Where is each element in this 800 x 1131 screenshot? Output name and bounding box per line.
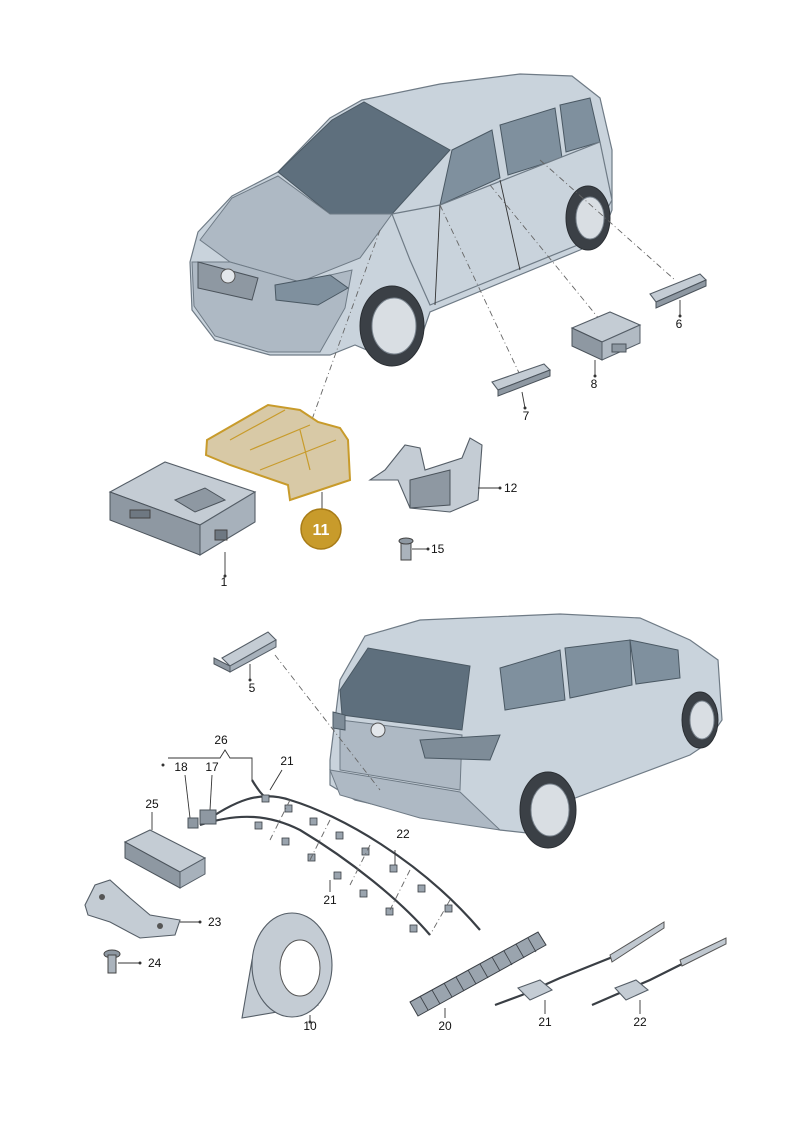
part-20-corrugated-tube <box>409 931 547 1018</box>
part-6-key-antenna <box>649 273 707 316</box>
callout-label-20: 20 <box>438 1019 452 1033</box>
callout-label-24: 24 <box>148 956 162 970</box>
callout-label-21a: 21 <box>280 754 294 768</box>
wiring-harness-group <box>161 749 481 936</box>
callout-labels: 6 8 7 12 15 1 11 5 26 18 17 21 25 22 21 … <box>145 317 682 1033</box>
callout-label-8: 8 <box>591 377 598 391</box>
front-car-illustration <box>189 73 613 367</box>
rear-car-illustration <box>329 613 723 849</box>
part-1-control-unit <box>108 461 257 576</box>
part-25-holder <box>123 812 207 889</box>
part-10-tape-roll <box>241 912 333 1022</box>
callout-label-22a: 22 <box>396 827 410 841</box>
part-12-holder <box>368 437 502 513</box>
leader-dots <box>223 314 682 1024</box>
callout-label-5: 5 <box>249 681 256 695</box>
part-23-bracket <box>84 879 202 939</box>
part-24-screw <box>103 949 142 974</box>
callout-label-22b: 22 <box>633 1015 647 1029</box>
callout-badge-11-highlighted: 11 <box>300 508 342 550</box>
callout-label-15: 15 <box>431 542 445 556</box>
callout-label-17: 17 <box>205 760 219 774</box>
part-22-cable-tie <box>591 937 727 1014</box>
callout-label-7: 7 <box>523 409 530 423</box>
callout-label-18: 18 <box>174 760 188 774</box>
callout-label-26: 26 <box>214 733 228 747</box>
callout-label-11: 11 <box>313 522 330 539</box>
part-8-control-module <box>570 311 642 376</box>
callout-label-23: 23 <box>208 915 222 929</box>
harness-clips <box>254 794 453 933</box>
callout-label-10: 10 <box>303 1019 317 1033</box>
callout-label-25: 25 <box>145 797 159 811</box>
callout-label-1: 1 <box>221 575 228 589</box>
callout-label-21c: 21 <box>538 1015 552 1029</box>
part-15-bolt <box>398 537 430 561</box>
callout-label-21b: 21 <box>323 893 337 907</box>
part-11-bracket-highlighted <box>204 403 352 512</box>
callout-label-12: 12 <box>504 481 518 495</box>
part-5-key-antenna <box>213 631 277 680</box>
callout-label-6: 6 <box>676 317 683 331</box>
part-7-key-antenna <box>491 363 551 409</box>
part-21-cable-tie <box>494 921 665 1014</box>
